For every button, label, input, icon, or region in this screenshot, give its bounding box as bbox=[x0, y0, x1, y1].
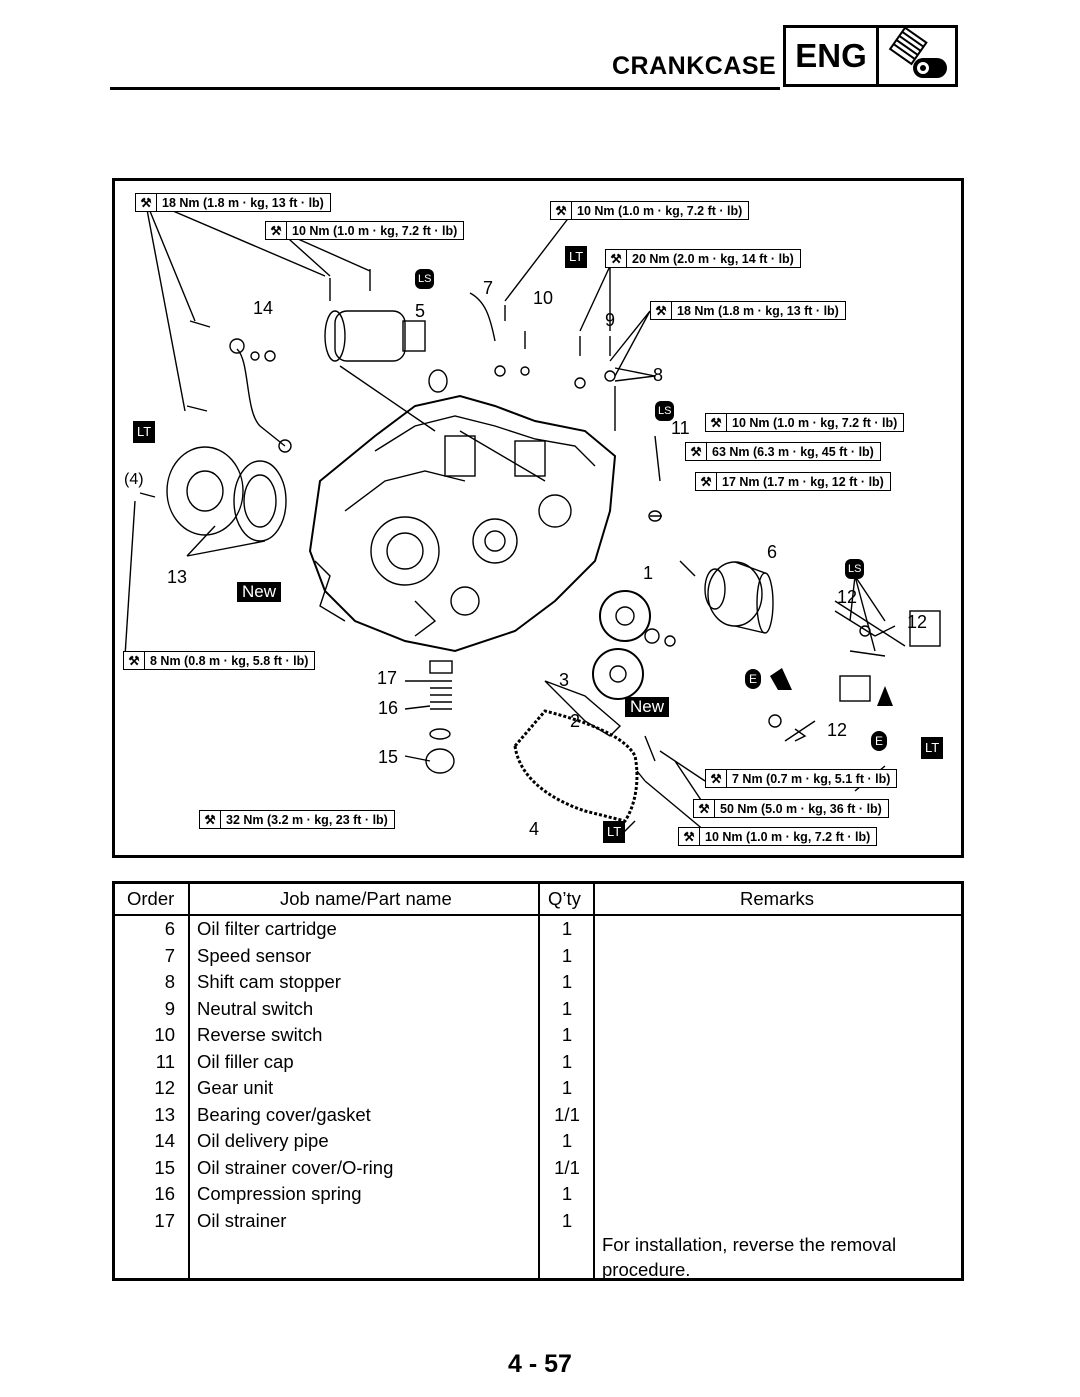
callout-number: 12 bbox=[907, 612, 928, 632]
torque-spec: ⚒18 Nm (1.8 m · kg, 13 ft · lb) bbox=[650, 301, 846, 320]
column-header-remarks: Remarks bbox=[740, 888, 815, 909]
locking-agent-icon: LT bbox=[133, 421, 156, 443]
callout-number: 14 bbox=[253, 298, 274, 318]
callout-number: 10 bbox=[533, 288, 554, 308]
torque-wrench-icon: ⚒ bbox=[651, 302, 672, 319]
remarks-note: For installation, reverse the removal pr… bbox=[602, 1234, 897, 1280]
column-divider bbox=[538, 884, 540, 1278]
torque-wrench-icon: ⚒ bbox=[679, 828, 700, 845]
lithium-grease-icon: LS bbox=[845, 559, 865, 579]
callout-number: 9 bbox=[605, 310, 616, 330]
torque-spec: ⚒10 Nm (1.0 m · kg, 7.2 ft · lb) bbox=[705, 413, 905, 432]
section-title: CRANKCASE bbox=[612, 52, 777, 80]
torque-wrench-icon: ⚒ bbox=[136, 194, 157, 211]
exploded-view-diagram: ⚒18 Nm (1.8 m · kg, 13 ft · lb) ⚒10 Nm (… bbox=[112, 178, 964, 858]
torque-spec: ⚒10 Nm (1.0 m · kg, 7.2 ft · lb) bbox=[678, 827, 878, 846]
engine-oil-icon: E bbox=[871, 731, 888, 751]
locking-agent-icon: LT bbox=[565, 246, 588, 268]
column-divider bbox=[593, 884, 595, 1278]
new-part-badge: New bbox=[625, 697, 670, 717]
callout-number: 2 bbox=[570, 711, 581, 731]
callout-number: 17 bbox=[377, 668, 398, 688]
torque-spec: ⚒18 Nm (1.8 m · kg, 13 ft · lb) bbox=[135, 193, 331, 212]
callout-number: 6 bbox=[767, 542, 778, 562]
callout-number: 12 bbox=[827, 720, 848, 740]
torque-wrench-icon: ⚒ bbox=[606, 250, 627, 267]
torque-spec: ⚒63 Nm (6.3 m · kg, 45 ft · lb) bbox=[685, 442, 881, 461]
torque-wrench-icon: ⚒ bbox=[706, 770, 727, 787]
callout-number: 15 bbox=[378, 747, 399, 767]
callout-number: 7 bbox=[483, 278, 494, 298]
column-header-qty: Q’ty bbox=[548, 888, 581, 909]
locking-agent-icon: LT bbox=[603, 821, 626, 843]
page-number: 4 - 57 bbox=[508, 1350, 572, 1378]
column-header-order: Order bbox=[127, 888, 175, 909]
column-divider bbox=[188, 884, 190, 1278]
torque-spec: ⚒10 Nm (1.0 m · kg, 7.2 ft · lb) bbox=[265, 221, 465, 240]
callout-number: 13 bbox=[167, 567, 188, 587]
torque-wrench-icon: ⚒ bbox=[124, 652, 145, 669]
header-divider bbox=[115, 914, 961, 916]
lithium-grease-icon: LS bbox=[655, 401, 675, 421]
lithium-grease-icon: LS bbox=[415, 269, 435, 289]
section-badge-label: ENG bbox=[786, 28, 879, 84]
torque-wrench-icon: ⚒ bbox=[694, 800, 715, 817]
callout-number: 8 bbox=[653, 365, 664, 385]
torque-spec: ⚒8 Nm (0.8 m · kg, 5.8 ft · lb) bbox=[123, 651, 316, 670]
torque-wrench-icon: ⚒ bbox=[696, 473, 717, 490]
torque-wrench-icon: ⚒ bbox=[200, 811, 221, 828]
engine-illustration bbox=[124, 198, 941, 842]
torque-wrench-icon: ⚒ bbox=[706, 414, 727, 431]
callout-number: (4) bbox=[124, 471, 144, 488]
torque-wrench-icon: ⚒ bbox=[266, 222, 287, 239]
callout-number: 1 bbox=[643, 563, 654, 583]
torque-spec: ⚒32 Nm (3.2 m · kg, 23 ft · lb) bbox=[199, 810, 395, 829]
torque-wrench-icon: ⚒ bbox=[551, 202, 572, 219]
torque-spec: ⚒50 Nm (5.0 m · kg, 36 ft · lb) bbox=[693, 799, 889, 818]
callout-number: 11 bbox=[671, 418, 690, 438]
callout-number: 4 bbox=[529, 819, 540, 839]
torque-wrench-icon: ⚒ bbox=[686, 443, 707, 460]
engine-oil-icon: E bbox=[745, 669, 762, 689]
torque-spec: ⚒20 Nm (2.0 m · kg, 14 ft · lb) bbox=[605, 249, 801, 268]
callout-number: 16 bbox=[378, 698, 399, 718]
column-header-name: Job name/Part name bbox=[280, 888, 452, 909]
callout-number: 3 bbox=[559, 670, 570, 690]
locking-agent-icon: LT bbox=[921, 737, 944, 759]
torque-spec: ⚒17 Nm (1.7 m · kg, 12 ft · lb) bbox=[695, 472, 891, 491]
torque-spec: ⚒7 Nm (0.7 m · kg, 5.1 ft · lb) bbox=[705, 769, 898, 788]
callout-number: 12 bbox=[837, 587, 858, 607]
callout-number: 5 bbox=[415, 301, 426, 321]
engine-section-icon bbox=[879, 28, 955, 84]
torque-spec: ⚒10 Nm (1.0 m · kg, 7.2 ft · lb) bbox=[550, 201, 750, 220]
header-rule bbox=[110, 87, 780, 90]
section-badge: ENG bbox=[783, 25, 958, 87]
new-part-badge: New bbox=[237, 582, 282, 602]
